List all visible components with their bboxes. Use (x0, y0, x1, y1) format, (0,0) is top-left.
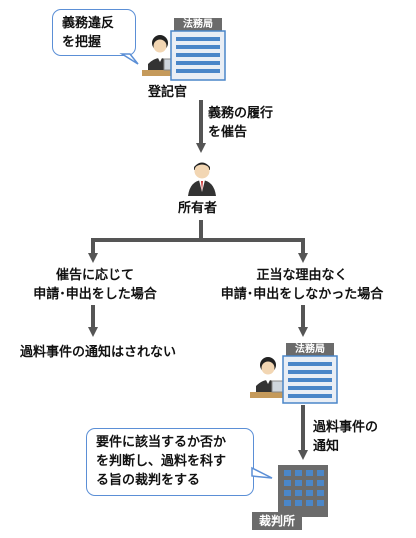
owner-label: 所有者 (178, 201, 218, 216)
left-condition-line-1: 催告に応じて (55, 268, 134, 283)
case-notice-line-2: 通知 (313, 439, 340, 454)
right-condition-line-1: 正当な理由なく (256, 268, 348, 283)
left-condition-text: 催告に応じて 申請･申出をした場合 (20, 266, 170, 304)
office-building-mid-icon (282, 355, 338, 404)
court-label: 裁判所 (252, 512, 302, 530)
officer-label: 登記官 (148, 85, 188, 100)
case-notice-line-1: 過料事件の (313, 420, 379, 435)
right-condition-text: 正当な理由なく 申請･申出をしなかった場合 (212, 266, 392, 304)
demand-performance-text: 義務の履行 を催告 (208, 104, 273, 142)
office-sign-top: 法務局 (174, 18, 222, 31)
violation-bubble: 義務違反 を把握 (52, 9, 136, 56)
officer-icon-2 (250, 357, 294, 398)
court-bubble-line-1: 要件に該当するか否か (96, 435, 227, 450)
violation-bubble-line-2: を把握 (62, 35, 102, 50)
court-bubble-tail-icon (251, 466, 273, 479)
owner-icon (188, 162, 216, 196)
court-building-icon (278, 465, 328, 517)
office-building-top-icon (170, 30, 226, 81)
demand-line-2: を催告 (208, 125, 248, 140)
demand-line-1: 義務の履行 (208, 106, 274, 121)
bubble-tail-icon (119, 53, 139, 65)
legal-affairs-bureau-mid: 法務局 (282, 343, 338, 405)
office-sign-mid: 法務局 (286, 343, 334, 356)
right-condition-line-2: 申請･申出をしなかった場合 (220, 287, 384, 302)
legal-affairs-bureau-top: 法務局 (170, 18, 226, 82)
no-notice-text: 過料事件の通知はされない (20, 345, 177, 360)
court-judgment-bubble: 要件に該当するか否か を判断し、過料を科す る旨の裁判をする (86, 428, 254, 496)
left-condition-line-2: 申請･申出をした場合 (33, 287, 157, 302)
court-bubble-line-3: る旨の裁判をする (96, 473, 201, 488)
violation-bubble-line-1: 義務違反 (62, 16, 115, 31)
case-notice-text: 過料事件の 通知 (313, 418, 378, 456)
court-bubble-line-2: を判断し、過料を科す (96, 454, 227, 469)
